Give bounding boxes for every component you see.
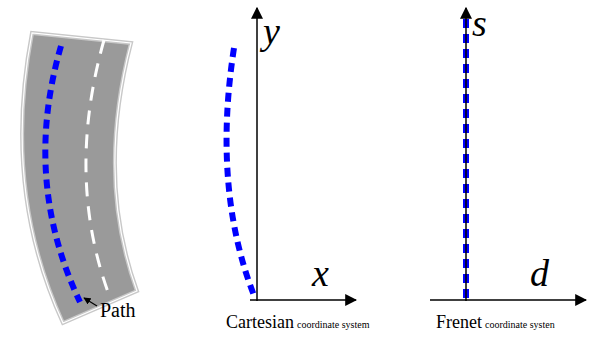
caption-label: Cartesian <box>226 313 294 331</box>
caption-sub: coordinate system <box>297 320 369 330</box>
axis-line <box>256 8 258 301</box>
axis-label: x <box>312 254 329 292</box>
road-edge <box>22 33 137 323</box>
axis-label: y <box>263 12 280 50</box>
axis-line <box>250 299 356 301</box>
path-curve <box>227 48 255 298</box>
axis-label: s <box>472 4 487 42</box>
axis-label: d <box>530 254 549 292</box>
caption-sub: coordinate systen <box>485 320 555 330</box>
axis-line <box>465 8 467 301</box>
leader-arrow <box>84 298 97 306</box>
caption-label: Frenet <box>436 313 482 331</box>
lane-marking <box>86 40 108 292</box>
path-curve <box>45 46 80 302</box>
road <box>22 33 137 323</box>
callout-label: Path <box>100 300 136 320</box>
axis-line <box>430 299 586 301</box>
